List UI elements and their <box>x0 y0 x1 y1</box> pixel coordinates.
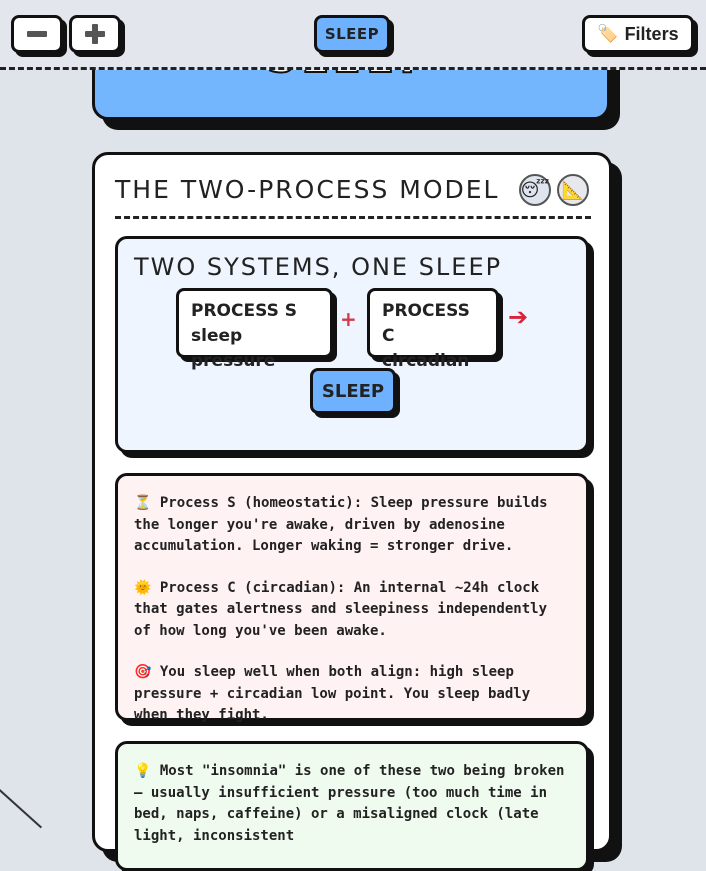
sleep-result-node: SLEEP <box>310 368 396 414</box>
process-c-paragraph: 🌞 Process C (circadian): An internal ~24… <box>134 578 570 643</box>
tag-icon: 🏷️ <box>597 24 619 43</box>
alignment-paragraph: 🎯 You sleep well when both align: high s… <box>134 662 570 727</box>
target-icon: 🎯 <box>134 664 152 680</box>
process-s-node: PROCESS S sleep pressure <box>176 288 333 371</box>
corner-decoration <box>0 780 43 829</box>
minus-icon <box>27 31 47 37</box>
process-c-desc: circadian <box>382 351 470 371</box>
plus-icon <box>85 24 105 44</box>
process-s-paragraph: ⏳ Process S (homeostatic): Sleep pressur… <box>134 493 570 558</box>
ruler-icon[interactable]: 📐 <box>557 174 589 206</box>
tip-paragraph: 💡 Most "insomnia" is one of these two be… <box>134 761 570 847</box>
diagram-title: TWO SYSTEMS, ONE SLEEP <box>134 253 503 281</box>
process-c-name: PROCESS C <box>382 301 470 346</box>
process-c-text: Process C (circadian): An internal ~24h … <box>134 579 548 639</box>
sleepy-face-icon[interactable]: 😴 <box>519 174 551 206</box>
filters-button[interactable]: 🏷️ Filters <box>582 15 694 53</box>
zoom-in-button[interactable] <box>69 15 121 53</box>
sun-icon: 🌞 <box>134 579 152 596</box>
card-title: THE TWO-PROCESS MODEL <box>115 175 500 204</box>
process-s-text: Process S (homeostatic): Sleep pressure … <box>134 495 548 554</box>
topic-pill[interactable]: SLEEP <box>314 15 390 53</box>
process-c-node: PROCESS C circadian <box>367 288 499 371</box>
tip-panel: 💡 Most "insomnia" is one of these two be… <box>115 741 589 871</box>
diagram-panel: TWO SYSTEMS, ONE SLEEP PROCESS S sleep p… <box>115 236 589 453</box>
hourglass-icon: ⏳ <box>134 495 152 511</box>
arrow-right-icon: ➔ <box>508 303 529 331</box>
top-toolbar: SLEEP 🏷️ Filters <box>0 0 706 70</box>
process-s-desc: sleep pressure <box>191 326 276 371</box>
zoom-out-button[interactable] <box>11 15 63 53</box>
plus-icon: + <box>340 307 357 331</box>
two-process-card: THE TWO-PROCESS MODEL 😴 📐 TWO SYSTEMS, O… <box>92 152 612 871</box>
filters-label: Filters <box>624 23 679 44</box>
info-panel: ⏳ Process S (homeostatic): Sleep pressur… <box>115 473 589 723</box>
process-s-name: PROCESS S <box>191 301 297 321</box>
lightbulb-icon: 💡 <box>134 763 152 779</box>
title-divider <box>115 216 591 219</box>
alignment-text: You sleep well when both align: high sle… <box>134 664 531 723</box>
tip-text: Most "insomnia" is one of these two bein… <box>134 763 565 844</box>
